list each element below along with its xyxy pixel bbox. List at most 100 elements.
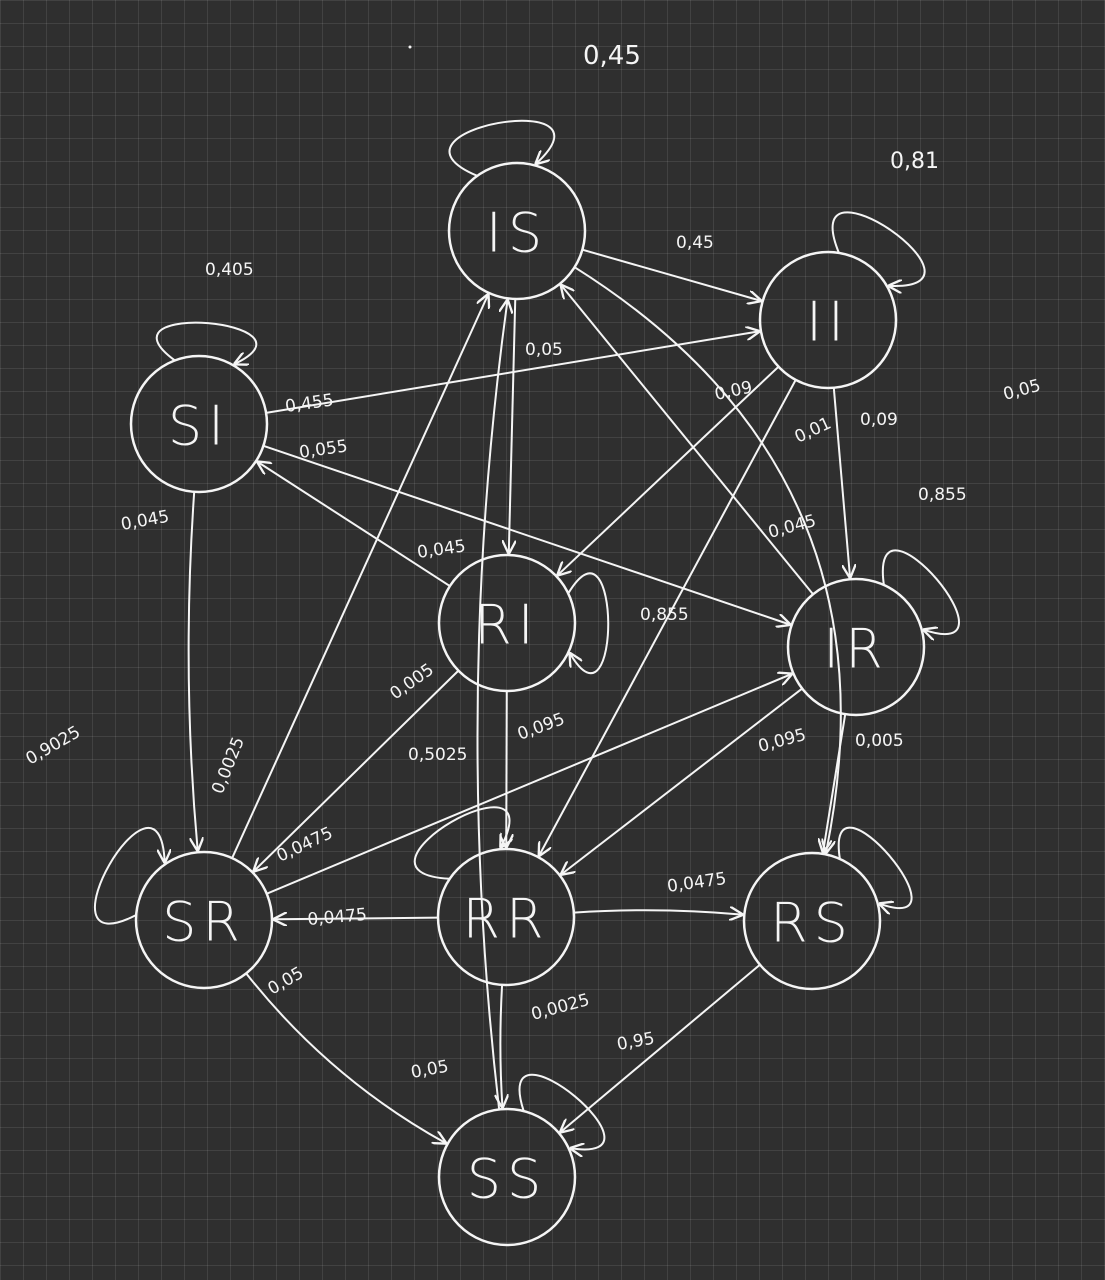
self-loop-label-SR: 0,9025 <box>23 722 85 769</box>
edge-SR-SS <box>245 972 446 1143</box>
edge-label-IR-RR: 0,095 <box>756 725 808 757</box>
node-label-RS: RS <box>770 892 854 955</box>
self-loop-arrow-IR <box>881 549 960 634</box>
self-loop-SS <box>518 1073 606 1150</box>
edge-label-II-RR: 0,01 <box>792 413 835 447</box>
edge-IR-RR <box>561 687 803 875</box>
edge-arrow-SI-II <box>265 331 759 414</box>
edge-RI-RR <box>506 690 507 847</box>
edge-label-SR-IS: 0,0025 <box>208 734 249 797</box>
node-IR: IR <box>786 577 926 717</box>
edge-label-SI-SR: 0,045 <box>119 507 170 535</box>
edge-arrow-RR-RS <box>573 910 742 914</box>
edge-SR-IR <box>266 674 792 895</box>
node-RS: RS <box>742 851 882 991</box>
edge-label-SS-IS: 0,05 <box>409 1057 450 1083</box>
edge-arrow-II-RI <box>558 365 780 575</box>
edge-RR-SS <box>500 984 502 1107</box>
node-SR: SR <box>134 850 274 990</box>
edge-label-RI-SI: 0,045 <box>416 536 467 563</box>
node-IS: IS <box>447 161 587 301</box>
node-RR: RR <box>436 847 576 987</box>
edge-arrow-SR-SS <box>245 972 446 1143</box>
node-label-SR: SR <box>162 891 246 954</box>
self-loop-arrow-SI <box>155 321 258 364</box>
edge-SS-IS <box>476 300 507 1110</box>
edge-RR-SR <box>274 918 439 920</box>
self-loop-arrow-SS <box>518 1073 606 1150</box>
node-label-IS: IS <box>486 202 548 265</box>
edge-arrow-IR-RR <box>561 687 803 875</box>
self-loop-SI <box>155 321 258 364</box>
self-loop-arrow-RR <box>413 806 510 880</box>
node-label-SS: SS <box>467 1148 548 1211</box>
edge-label-SR-SS: 0,05 <box>265 963 308 999</box>
edge-IS-II <box>582 248 760 301</box>
edges-layer <box>187 248 850 1143</box>
self-loop-label-IR: 0,855 <box>918 485 967 505</box>
self-loop-II <box>831 211 926 286</box>
edge-arrow-RI-SI <box>258 462 451 587</box>
edge-label-II-IR: 0,09 <box>860 410 898 430</box>
self-loop-RS <box>837 826 913 909</box>
edge-arrow-RI-SR <box>254 669 460 871</box>
self-loop-label-RI: 0,855 <box>640 605 689 625</box>
edge-arrow-SR-IS <box>231 295 488 859</box>
node-II: II <box>758 250 898 390</box>
edge-arrow-RI-RR <box>506 690 507 847</box>
node-SI: SI <box>129 354 269 494</box>
self-loop-label-SS: 0,95 <box>615 1029 656 1055</box>
edge-arrow-RR-SS <box>500 984 502 1107</box>
edge-label-RR-SS: 0,0025 <box>529 990 592 1025</box>
edge-label-IS-RI: 0,05 <box>525 340 563 360</box>
node-RI: RI <box>437 553 577 693</box>
self-loop-arrow-SR <box>94 826 165 925</box>
self-loop-label-II: 0,81 <box>890 149 939 174</box>
edge-arrow-RR-SR <box>274 918 439 920</box>
edge-RI-SI <box>258 462 451 587</box>
self-loop-arrow-IS <box>448 119 556 177</box>
edge-RR-RS <box>573 910 742 914</box>
node-label-IR: IR <box>823 618 888 681</box>
edge-arrow-II-RR <box>539 379 797 856</box>
node-label-SI: SI <box>168 395 230 458</box>
self-loop-arrow-RI <box>567 572 610 674</box>
edge-II-RR <box>539 379 797 856</box>
self-loop-label-RR: 0,5025 <box>408 745 467 765</box>
edge-IR-RS <box>823 713 847 852</box>
self-loop-SR <box>94 826 165 925</box>
self-loop-arrow-II <box>831 211 926 286</box>
self-loop-IR <box>881 549 960 634</box>
edge-SI-II <box>265 331 759 414</box>
edge-label-IS-RS: 0,05 <box>1001 376 1043 405</box>
node-SS: SS <box>437 1107 577 1247</box>
edge-arrow-SI-SR <box>187 491 198 850</box>
edge-label-SI-II: 0,455 <box>284 390 335 417</box>
stray-dot <box>408 45 412 49</box>
edge-SR-IS <box>231 295 488 859</box>
edge-arrow-IR-RS <box>823 713 847 852</box>
edge-RI-SR <box>254 669 460 871</box>
edge-arrow-RS-SS <box>561 963 761 1132</box>
node-label-RR: RR <box>462 888 549 951</box>
edge-label-IR-RS: 0,005 <box>855 731 904 751</box>
edge-label-RR-RS: 0,0475 <box>666 869 728 897</box>
self-loop-label-IS: 0,45 <box>583 41 641 71</box>
edge-label-RR-SR: 0,0475 <box>307 905 368 930</box>
self-loop-RI <box>567 572 610 674</box>
self-loop-arrow-RS <box>837 826 913 909</box>
node-label-II: II <box>806 291 850 354</box>
edge-SI-IR <box>263 444 789 625</box>
node-label-RI: RI <box>474 594 539 657</box>
edge-II-IR <box>832 387 850 578</box>
edge-RS-SS <box>561 963 761 1132</box>
edge-arrow-SI-IR <box>263 444 789 625</box>
edge-arrow-SS-IS <box>476 300 507 1110</box>
edge-arrow-IS-II <box>582 248 760 301</box>
edge-label-SR-IR: 0,0475 <box>274 823 336 866</box>
edge-label-IS-II: 0,45 <box>676 233 714 253</box>
edge-IS-RI <box>509 298 517 553</box>
edge-label-RI-RR: 0,095 <box>515 709 568 744</box>
self-loop-label-SI: 0,405 <box>205 260 254 280</box>
